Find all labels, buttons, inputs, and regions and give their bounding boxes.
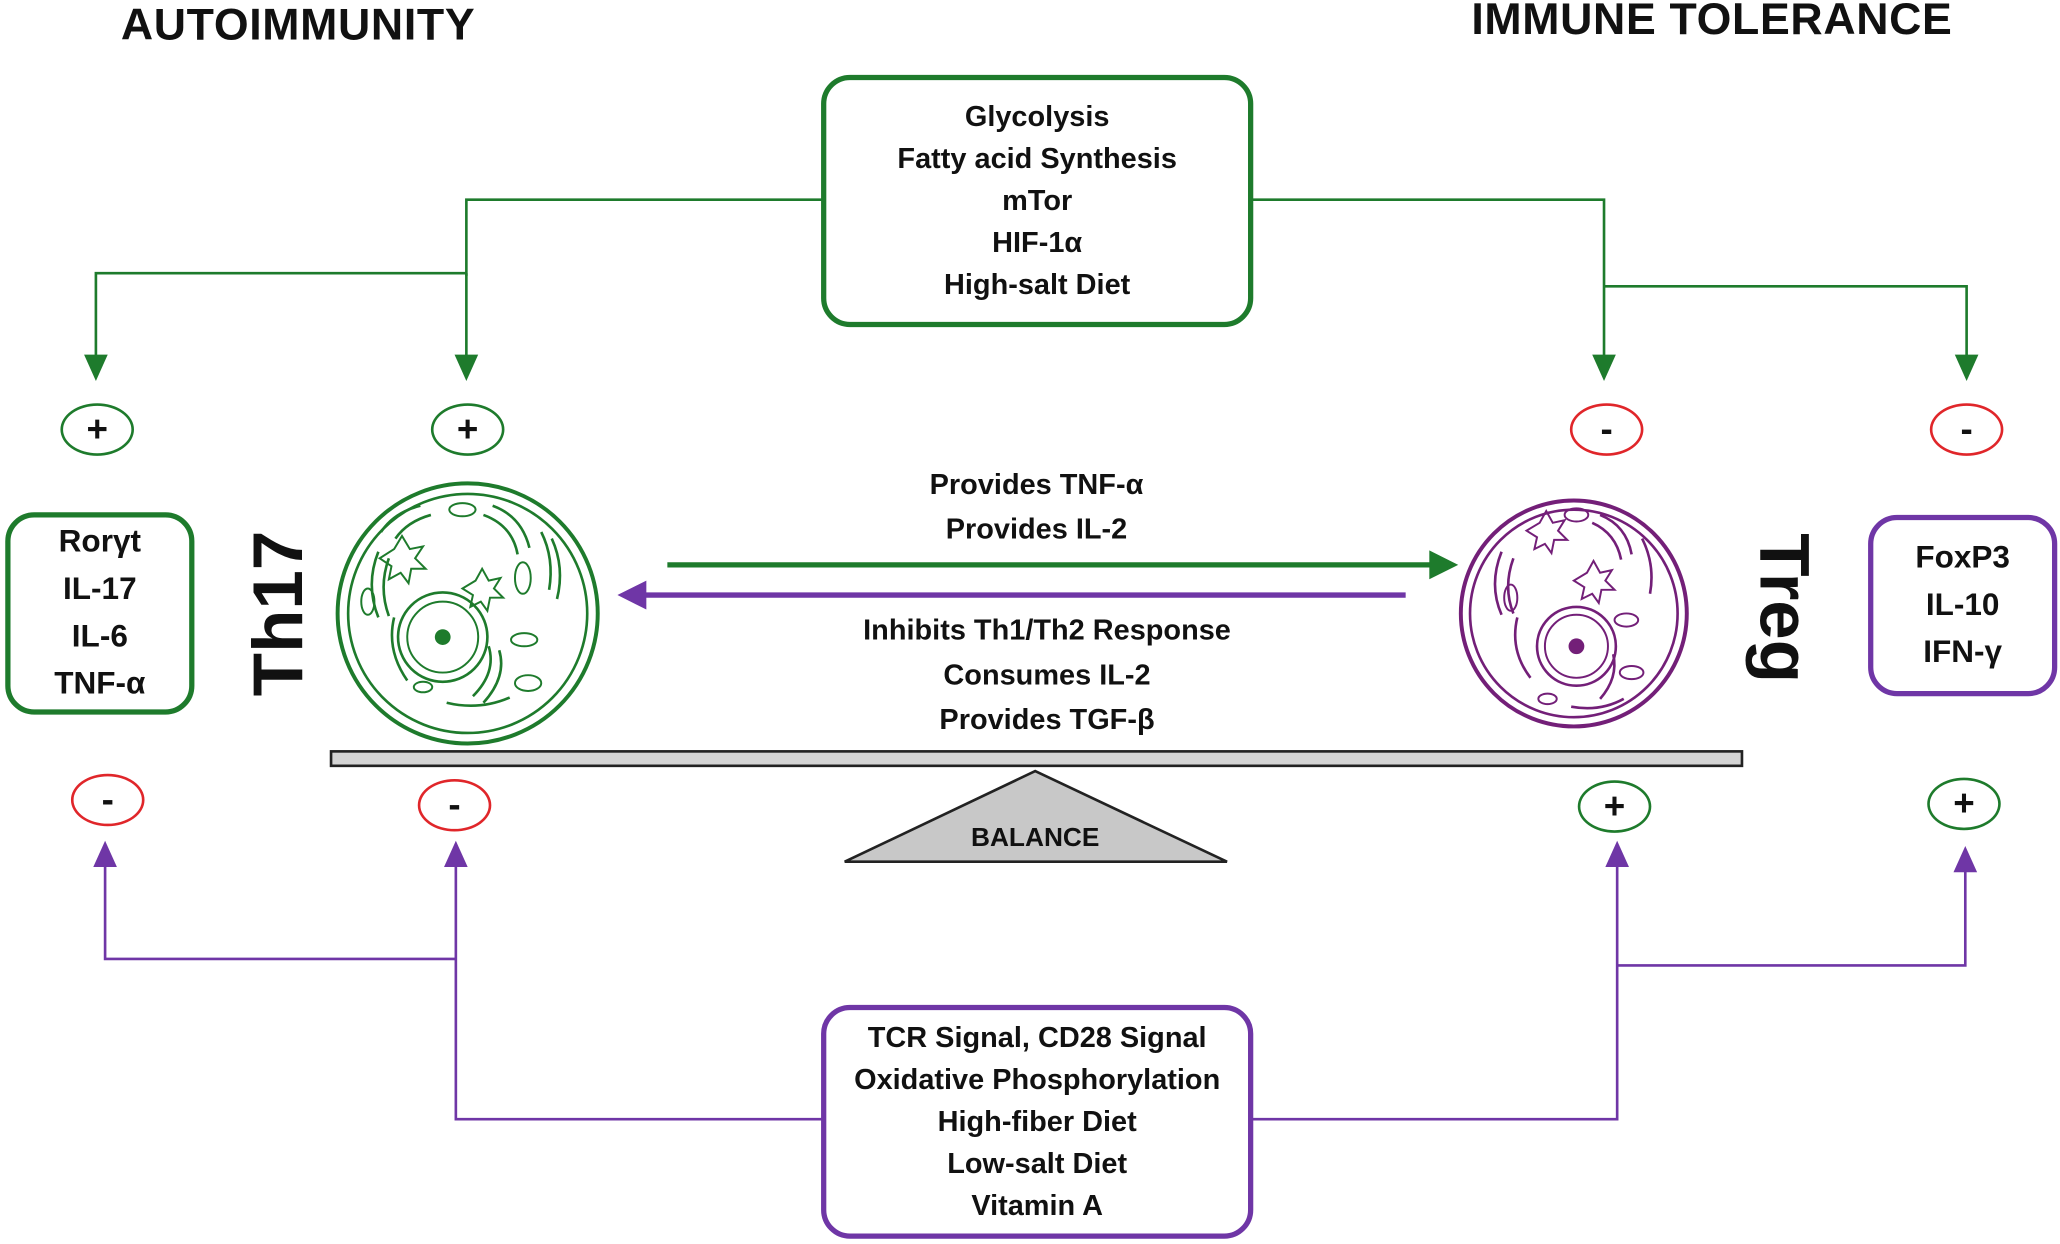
bottom-arrowheads	[93, 840, 1978, 873]
balance-fulcrum	[844, 769, 1228, 864]
interaction-line: Inhibits Th1/Th2 Response	[863, 613, 1231, 647]
marker-item: TNF-α	[54, 665, 146, 702]
interaction-line: Provides IL-2	[945, 512, 1128, 546]
minus-sign-th17: -	[417, 778, 492, 832]
plus-sign-th17: +	[430, 403, 505, 456]
plus-sign-th17-markers: +	[60, 403, 134, 456]
th17-label: Th17	[239, 530, 318, 697]
heading-autoimmunity: AUTOIMMUNITY	[120, 0, 476, 50]
promoting-factors-box: Glycolysis Fatty acid Synthesis mTor HIF…	[821, 74, 1254, 328]
factor-item: Glycolysis	[964, 99, 1110, 133]
th17-markers-box: Rorγt IL-17 IL-6 TNF-α	[5, 512, 195, 715]
factor-item: HIF-1α	[992, 225, 1083, 259]
top-arrowheads	[84, 354, 1979, 381]
marker-item: FoxP3	[1915, 539, 2010, 576]
factor-item: Vitamin A	[971, 1188, 1104, 1222]
marker-item: IL-6	[71, 618, 128, 655]
balance-label: BALANCE	[970, 823, 1100, 853]
heading-immune-tolerance: IMMUNE TOLERANCE	[1471, 0, 1953, 45]
minus-sign-th17-markers: -	[70, 773, 145, 827]
treg-cell-icon	[1458, 498, 1689, 729]
factor-item: High-salt Diet	[944, 267, 1131, 301]
interaction-line: Provides TGF-β	[939, 702, 1155, 736]
factor-item: Fatty acid Synthesis	[897, 141, 1177, 175]
arrow-treg-to-th17	[617, 580, 1406, 610]
marker-item: IL-10	[1925, 587, 2000, 623]
bottom-connectors	[103, 866, 1967, 1121]
plus-sign-treg: +	[1577, 780, 1652, 833]
arrow-th17-to-treg	[667, 550, 1459, 580]
interaction-line: Consumes IL-2	[943, 658, 1151, 691]
factor-item: High-fiber Diet	[937, 1104, 1137, 1138]
treg-effects-text: Inhibits Th1/Th2 Response Consumes IL-2 …	[863, 608, 1231, 742]
th17-provides-text: Provides TNF-α Provides IL-2	[930, 462, 1144, 551]
minus-sign-treg: -	[1569, 403, 1644, 456]
interaction-line: Provides TNF-α	[929, 467, 1144, 501]
factor-item: Oxidative Phosphorylation	[854, 1062, 1221, 1096]
treg-label: Treg	[1744, 533, 1824, 684]
balance-beam	[329, 750, 1744, 768]
th17-cell-icon	[335, 481, 600, 746]
tolerance-factors-box: TCR Signal, CD28 Signal Oxidative Phosph…	[821, 1004, 1254, 1239]
factor-item: TCR Signal, CD28 Signal	[867, 1020, 1207, 1054]
factor-item: Low-salt Diet	[947, 1146, 1128, 1180]
minus-sign-treg-markers: -	[1929, 403, 2004, 456]
factor-item: mTor	[1002, 183, 1073, 217]
plus-sign-treg-markers: +	[1927, 777, 2001, 831]
marker-item: IFN-γ	[1923, 634, 2003, 670]
marker-item: IL-17	[63, 571, 137, 607]
marker-item: Rorγt	[58, 524, 141, 560]
top-connectors	[94, 198, 1968, 358]
treg-markers-box: FoxP3 IL-10 IFN-γ	[1868, 514, 2058, 697]
